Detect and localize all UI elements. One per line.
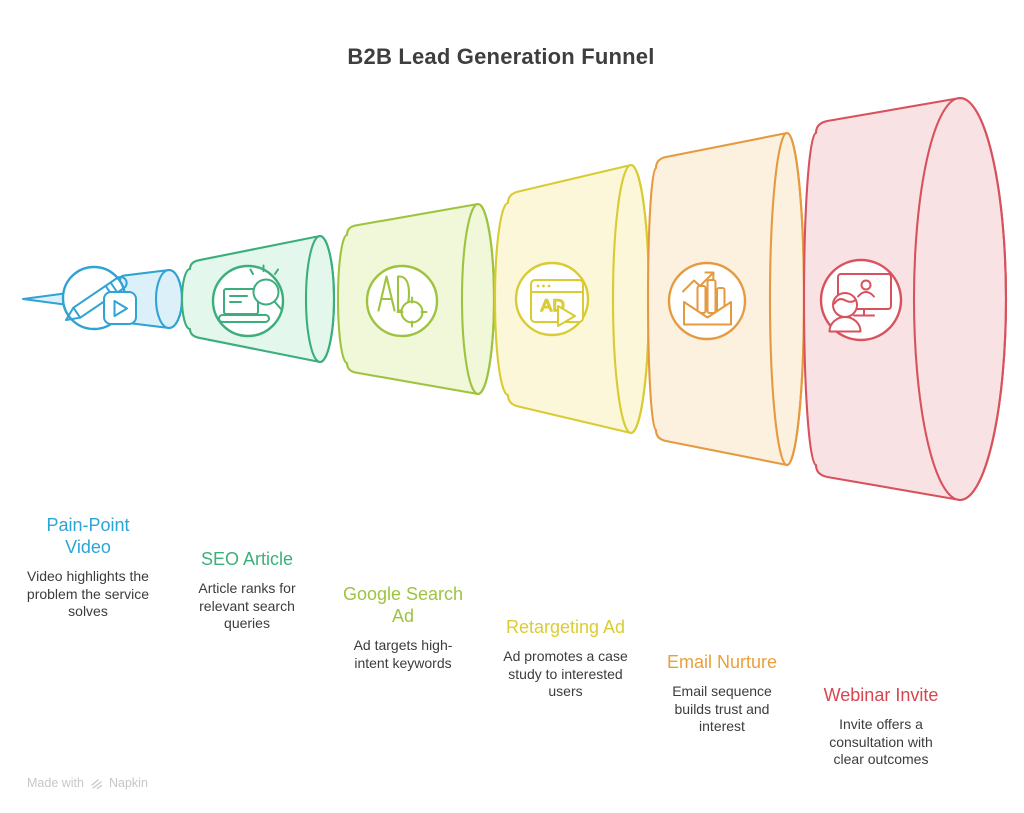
stage-label-pain-point-video: Pain-Point Video Video highlights the pr… (13, 514, 163, 621)
stage-description: Ad promotes a case study to interested u… (503, 648, 628, 699)
stage-label-seo-article: SEO Article Article ranks for relevant s… (184, 548, 310, 633)
watermark-text: Made with (27, 776, 84, 790)
webinar-presentation-icon (828, 273, 892, 333)
funnel-stage-seo-article (180, 234, 336, 364)
stage-label-webinar-invite: Webinar Invite Invite offers a consultat… (814, 684, 948, 769)
diagram-title: B2B Lead Generation Funnel (347, 44, 655, 69)
funnel-stage-pain-point-video (21, 265, 184, 331)
stage-label-google-search-ad: Google Search Ad Ad targets high-intent … (342, 583, 464, 672)
watermark-brand: Napkin (108, 776, 148, 790)
stage-description: Invite offers a consultation with clear … (829, 716, 933, 767)
stage-description: Ad targets high-intent keywords (353, 637, 453, 671)
ad-target-icon (377, 275, 428, 328)
segment-rim (304, 234, 336, 364)
laptop-search-icon (218, 264, 282, 323)
funnel-stage-webinar-invite (802, 96, 1008, 502)
stage-name: Email Nurture (666, 652, 778, 672)
funnel-mouth-rim (912, 96, 1008, 502)
stage-name: Webinar Invite (823, 685, 939, 705)
funnel-stage-google-search-ad (336, 202, 496, 396)
pencil-video-icon (65, 275, 137, 325)
stage-label-retargeting-ad: Retargeting Ad Ad promotes a case study … (493, 616, 638, 701)
stage-description: Article ranks for relevant search querie… (198, 580, 296, 631)
stage-label-email-nurture: Email Nurture Email sequence builds trus… (659, 651, 785, 736)
napkin-logo-icon (91, 778, 103, 789)
stage-name: SEO Article (200, 549, 294, 569)
funnel-stage-email-nurture (646, 131, 806, 467)
ad-browser-icon: AD (530, 279, 584, 327)
funnel-stage-retargeting-ad: AD (493, 163, 651, 435)
stage-name: Pain-Point Video (46, 515, 130, 557)
stage-name: Retargeting Ad (505, 617, 626, 637)
stage-description: Email sequence builds trust and interest (672, 683, 772, 734)
email-chart-icon (682, 271, 732, 326)
stage-description: Video highlights the problem the service… (26, 568, 150, 619)
watermark: Made with Napkin (27, 776, 148, 790)
stage-name: Google Search Ad (342, 584, 464, 626)
